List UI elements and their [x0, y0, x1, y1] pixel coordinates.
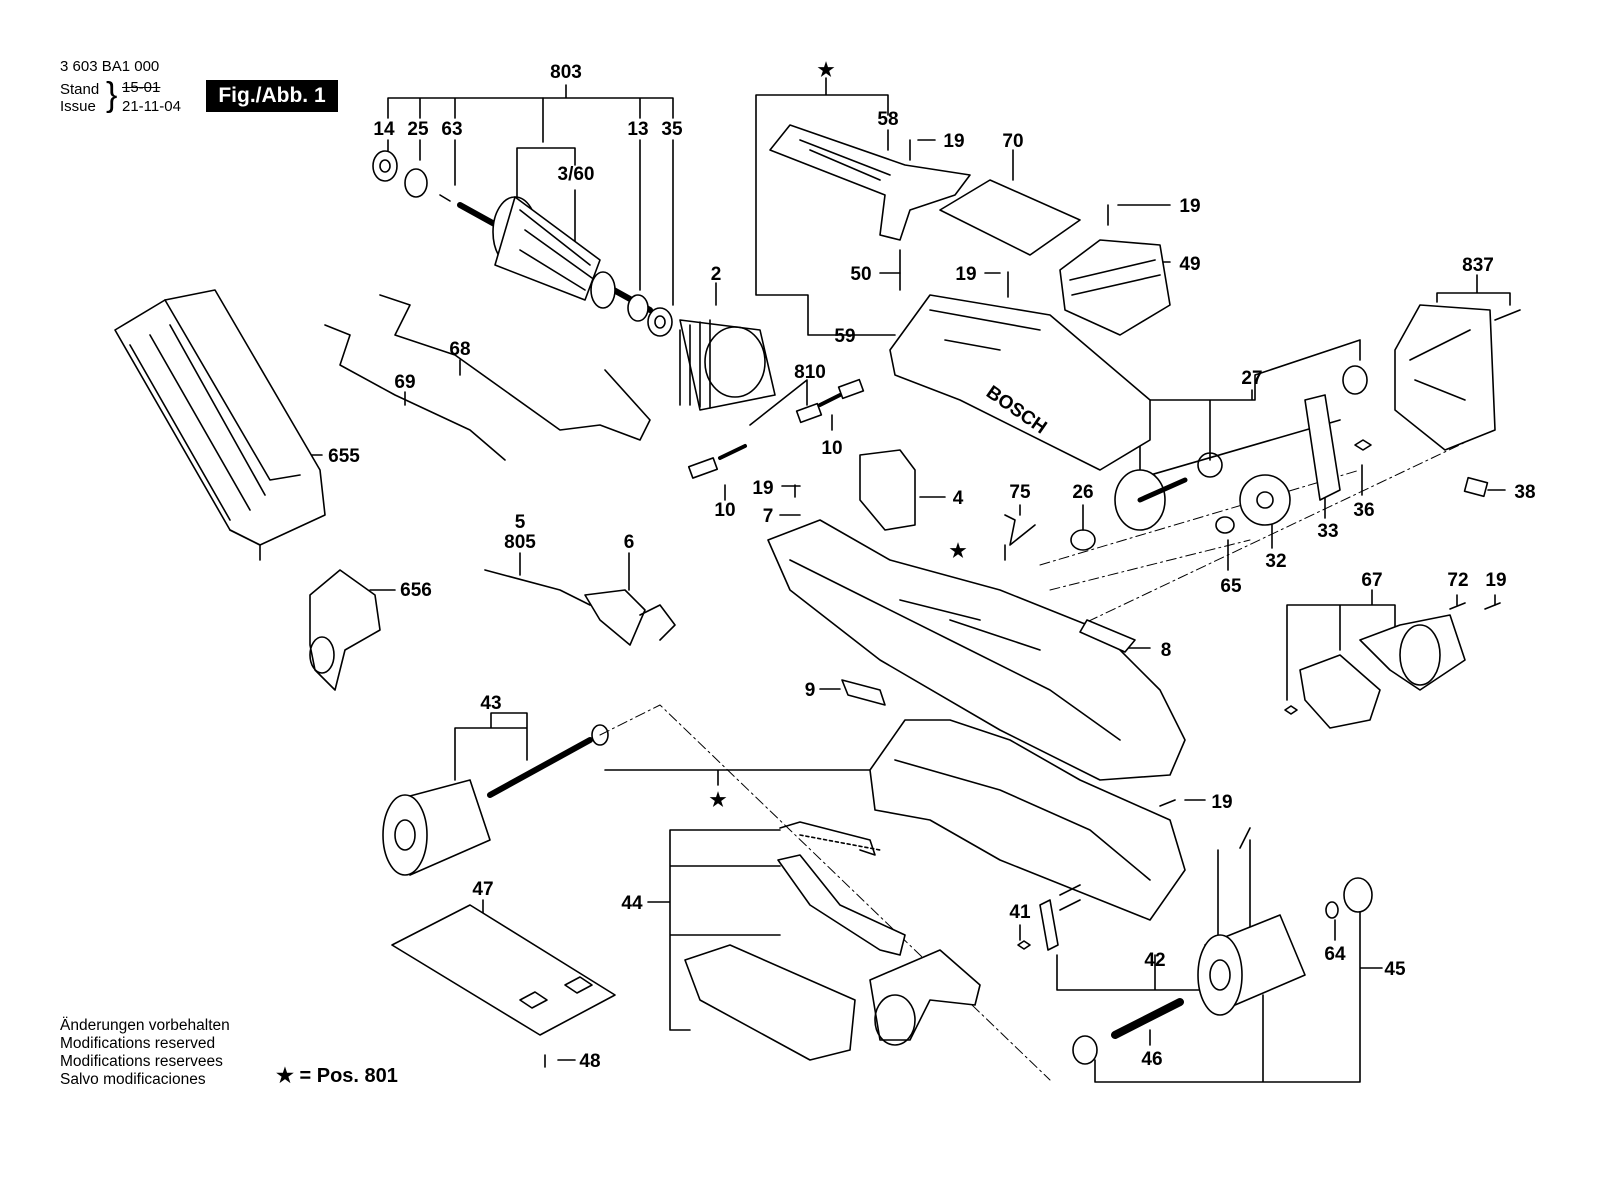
label-59: 59: [834, 326, 855, 347]
label-58: 58: [877, 109, 898, 130]
label-810: 810: [794, 362, 826, 383]
label-4: 4: [953, 488, 964, 509]
label-655: 655: [328, 446, 360, 467]
label-38: 38: [1514, 482, 1535, 503]
brace-icon: }: [106, 76, 118, 114]
label-5: 5: [515, 512, 526, 533]
label-19-handle: 19: [943, 131, 964, 152]
label-803: 803: [550, 62, 582, 83]
star-icon: ★: [949, 541, 966, 562]
belt-guide: [684, 821, 981, 1061]
label-27: 27: [1241, 368, 1262, 389]
label-70: 70: [1002, 131, 1023, 152]
label-65: 65: [1220, 576, 1242, 597]
drive-train: [1070, 365, 1489, 551]
label-10-lower: 10: [714, 500, 735, 521]
label-2: 2: [711, 264, 722, 285]
rear-drum: [382, 724, 609, 876]
label-3-60: 3/60: [558, 164, 595, 185]
label-837: 837: [1462, 255, 1494, 276]
base-frame: [869, 719, 1186, 921]
label-47: 47: [472, 879, 493, 900]
star-icon: ★: [709, 790, 726, 811]
label-8: 8: [1161, 640, 1172, 661]
label-19-brushes: 19: [752, 478, 773, 499]
power-cord: [484, 569, 676, 646]
label-36: 36: [1353, 500, 1374, 521]
main-housing: [767, 519, 1186, 781]
armature: [372, 150, 673, 337]
label-43: 43: [480, 693, 501, 714]
switch: [859, 449, 1036, 561]
dust-box: [114, 289, 326, 561]
new-date: 21-11-04: [122, 98, 181, 115]
modifications-line-en: Modifications reserved: [60, 1035, 216, 1052]
carbon-brushes: [687, 378, 865, 479]
label-35: 35: [661, 119, 683, 140]
label-75: 75: [1009, 482, 1031, 503]
label-26: 26: [1072, 482, 1093, 503]
label-19-fan: 19: [1179, 196, 1200, 217]
label-67: 67: [1361, 570, 1382, 591]
label-72: 72: [1447, 570, 1468, 591]
issue-label: Issue: [60, 98, 96, 115]
label-69: 69: [394, 372, 415, 393]
assembly-axes: [599, 439, 1471, 1081]
label-44: 44: [621, 893, 643, 914]
handle: [769, 124, 971, 241]
label-805: 805: [504, 532, 536, 553]
old-date: 15-01: [122, 79, 161, 96]
sole-plate: [391, 904, 616, 1036]
label-25: 25: [407, 119, 429, 140]
label-6: 6: [624, 532, 635, 553]
label-42: 42: [1144, 950, 1165, 971]
label-46: 46: [1141, 1049, 1162, 1070]
label-13: 13: [627, 119, 648, 140]
label-7: 7: [763, 506, 774, 527]
label-48: 48: [579, 1051, 600, 1072]
tension-bracket: [1017, 884, 1081, 951]
modifications-line-es: Salvo modificaciones: [60, 1071, 206, 1088]
label-19-roller: 19: [1485, 570, 1506, 591]
modifications-line-de: Änderungen vorbehalten: [60, 1017, 230, 1034]
label-19-base: 19: [1211, 792, 1232, 813]
spring-wires: [324, 294, 651, 461]
fan-housing: [1059, 239, 1171, 336]
label-64: 64: [1324, 944, 1346, 965]
label-656: 656: [400, 580, 432, 601]
label-68: 68: [449, 339, 470, 360]
screws: [544, 139, 1521, 1068]
modifications-line-fr: Modifications reservees: [60, 1053, 223, 1070]
label-9: 9: [805, 680, 816, 701]
label-41: 41: [1009, 902, 1031, 923]
label-50: 50: [850, 264, 871, 285]
cover-plate: [939, 179, 1081, 256]
label-45: 45: [1384, 959, 1406, 980]
front-drum: [1072, 877, 1373, 1065]
label-49: 49: [1179, 254, 1200, 275]
label-63: 63: [441, 119, 462, 140]
star-icon: ★: [276, 1065, 294, 1087]
legend-text: = Pos. 801: [299, 1065, 398, 1087]
label-14: 14: [373, 119, 395, 140]
leader-lines: [299, 77, 1511, 1083]
label-19-housing: 19: [955, 264, 976, 285]
star-legend: ★ = Pos. 801: [276, 1063, 398, 1088]
stator: [679, 319, 776, 411]
document-number: 3 603 BA1 000: [60, 58, 160, 75]
part-labels: 803 14 25 63 3/60 13 35 2 68 69 655 656 …: [328, 60, 1535, 1072]
figure-tag: Fig./Abb. 1: [206, 80, 338, 112]
stand-label: Stand: [60, 81, 100, 98]
label-33: 33: [1317, 521, 1338, 542]
label-32: 32: [1265, 551, 1286, 572]
star-icon: ★: [817, 60, 834, 81]
front-roller: [1284, 614, 1466, 729]
dust-adapter: [309, 569, 381, 691]
label-10-upper: 10: [821, 438, 842, 459]
side-cover: [1394, 304, 1496, 451]
